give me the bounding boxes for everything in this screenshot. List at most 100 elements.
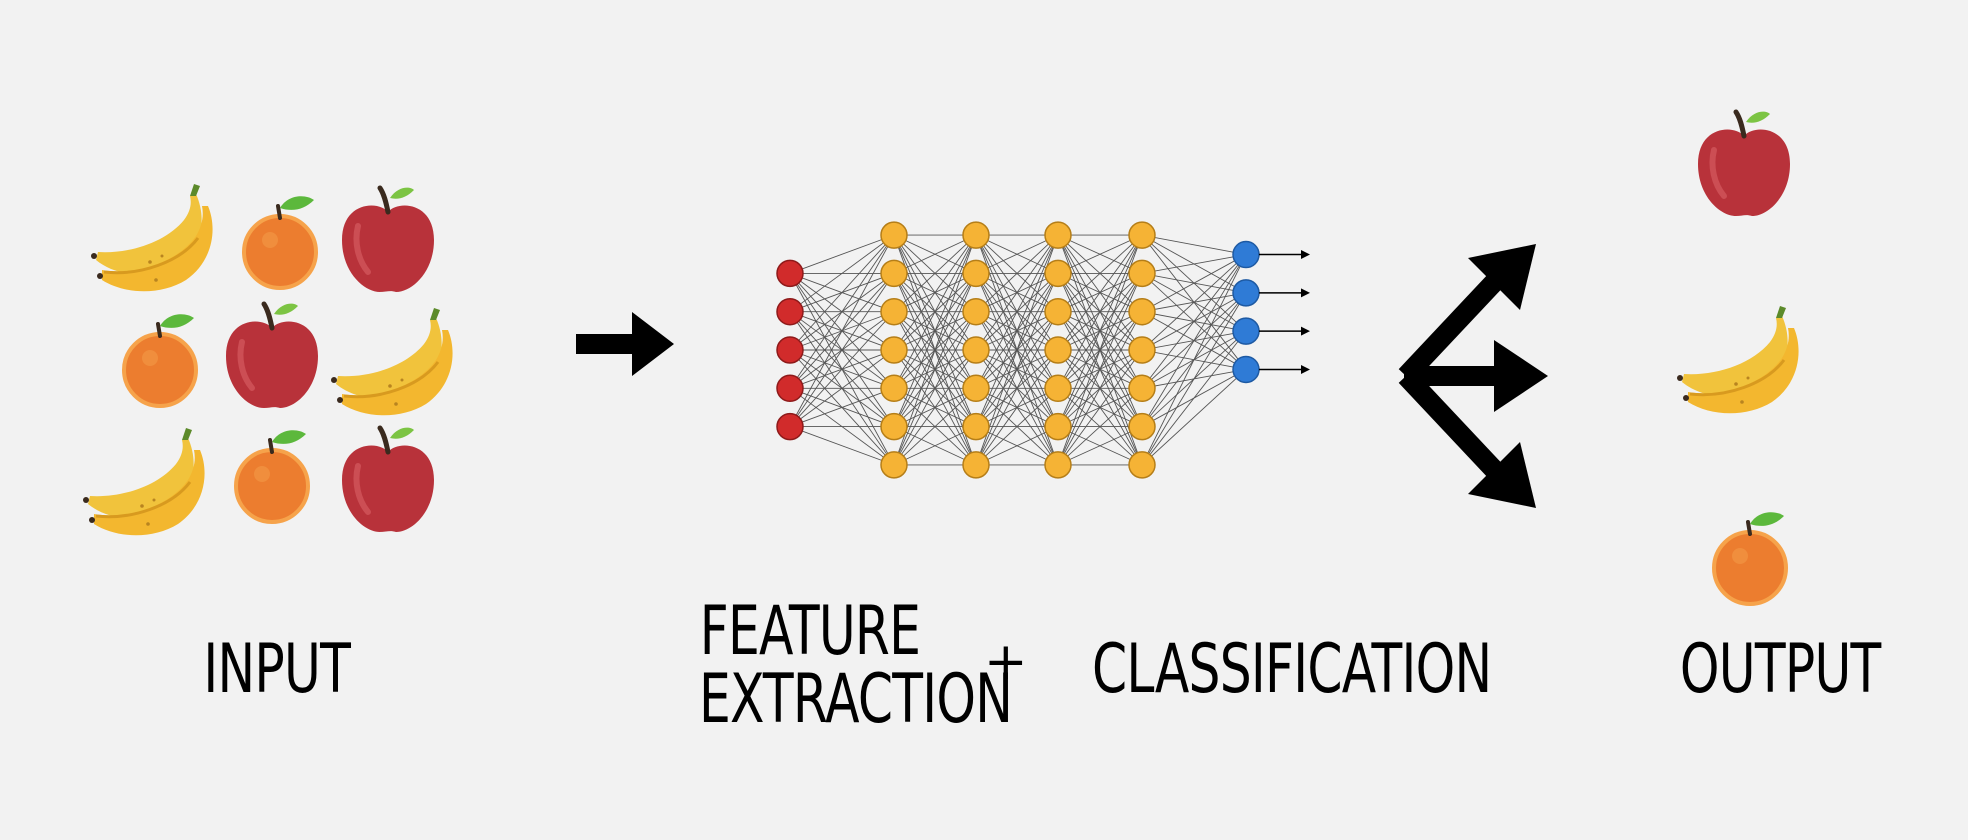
split-arrow-icon — [1398, 244, 1548, 508]
output-label: OUTPUT — [1679, 630, 1881, 709]
output-arrow-head — [1301, 288, 1310, 298]
network-edge — [975, 387, 1059, 466]
hidden-node — [1044, 451, 1072, 479]
output-arrows — [1259, 250, 1310, 374]
network-edge — [893, 273, 977, 466]
hidden-node — [1044, 297, 1072, 326]
input-label: INPUT — [203, 630, 351, 709]
hidden-node — [1128, 412, 1156, 441]
input-node — [776, 374, 804, 403]
network-edge — [789, 234, 895, 351]
hidden-node — [962, 221, 990, 249]
hidden-node — [1128, 336, 1156, 364]
network-edge — [893, 234, 977, 351]
hidden-node — [880, 451, 908, 479]
network-edge — [1141, 254, 1247, 389]
network-edge — [975, 273, 1059, 466]
hidden-node — [962, 412, 990, 441]
orange-icon — [1712, 510, 1788, 606]
network-edge — [789, 234, 895, 427]
apple-icon — [226, 304, 318, 408]
network-edge — [1057, 387, 1143, 466]
output-arrow-head — [1301, 364, 1310, 374]
network-edge — [1057, 234, 1143, 466]
network-edge — [975, 234, 1059, 274]
output-arrow-head — [1301, 250, 1310, 260]
input-node — [776, 297, 804, 326]
network-edge — [1141, 254, 1247, 313]
hidden-node — [880, 412, 908, 441]
network-edge — [893, 234, 977, 389]
network-edge — [1141, 234, 1247, 255]
output-arrow-head — [1301, 326, 1310, 336]
input-node — [776, 412, 804, 441]
network-edge — [1057, 234, 1143, 351]
banana-icon — [329, 306, 455, 417]
network-edge — [789, 234, 895, 274]
feature-label-line1: FEATURE — [699, 592, 921, 671]
output-fruit-column — [1675, 112, 1801, 606]
network-edge — [893, 234, 977, 427]
hidden-node — [880, 259, 908, 288]
network-edge — [1141, 254, 1247, 274]
banana-icon — [89, 182, 215, 293]
orange-icon — [242, 194, 318, 290]
input-node — [776, 259, 804, 288]
network-edge — [789, 273, 895, 427]
input-fruit-grid — [81, 182, 455, 537]
output-node — [1232, 317, 1260, 345]
network-edge — [975, 426, 1059, 466]
hidden-node — [962, 259, 990, 288]
network-edge — [1057, 426, 1143, 466]
classification-label: CLASSIFICATION — [1092, 630, 1492, 709]
network-edge — [975, 234, 1059, 351]
feature-extraction-label: FEATURE EXTRACTION — [699, 592, 1013, 739]
network-edge — [975, 234, 1059, 427]
hidden-node — [962, 451, 990, 479]
network-edge — [975, 349, 1059, 466]
network-edge — [1057, 349, 1143, 466]
output-node — [1232, 240, 1260, 269]
neural-network — [776, 221, 1310, 479]
banana-icon — [81, 426, 207, 537]
input-node — [776, 336, 804, 364]
hidden-node — [880, 374, 908, 403]
feature-label-line2: EXTRACTION — [699, 660, 1013, 739]
output-node — [1232, 279, 1260, 307]
network-edge — [975, 311, 1059, 466]
network-edge — [1141, 254, 1247, 351]
hidden-node — [1128, 259, 1156, 288]
orange-icon — [122, 312, 198, 408]
network-edge — [893, 234, 977, 313]
network-nodes — [776, 221, 1260, 479]
hidden-node — [962, 374, 990, 403]
network-edge — [893, 387, 977, 466]
orange-icon — [234, 428, 310, 524]
hidden-node — [1128, 297, 1156, 326]
network-edge — [789, 234, 895, 313]
right-arrow-icon — [576, 312, 674, 376]
network-edge — [1057, 234, 1143, 274]
network-edge — [789, 387, 895, 428]
hidden-node — [1044, 259, 1072, 288]
apple-icon — [342, 188, 434, 292]
hidden-node — [1128, 221, 1156, 249]
network-edge — [893, 426, 977, 466]
network-edge — [789, 349, 895, 427]
network-edge — [789, 234, 895, 389]
banana-icon — [1675, 304, 1801, 415]
hidden-node — [1044, 374, 1072, 403]
hidden-node — [1128, 374, 1156, 403]
network-edge — [975, 234, 1059, 389]
hidden-node — [880, 336, 908, 364]
hidden-node — [1044, 221, 1072, 249]
network-edge — [1057, 234, 1143, 389]
network-edge — [1141, 330, 1247, 466]
apple-icon — [342, 428, 434, 532]
hidden-node — [1128, 451, 1156, 479]
network-edge — [789, 426, 895, 466]
network-edge — [1141, 292, 1247, 466]
hidden-node — [1044, 412, 1072, 441]
apple-icon — [1698, 112, 1790, 216]
hidden-node — [880, 221, 908, 249]
